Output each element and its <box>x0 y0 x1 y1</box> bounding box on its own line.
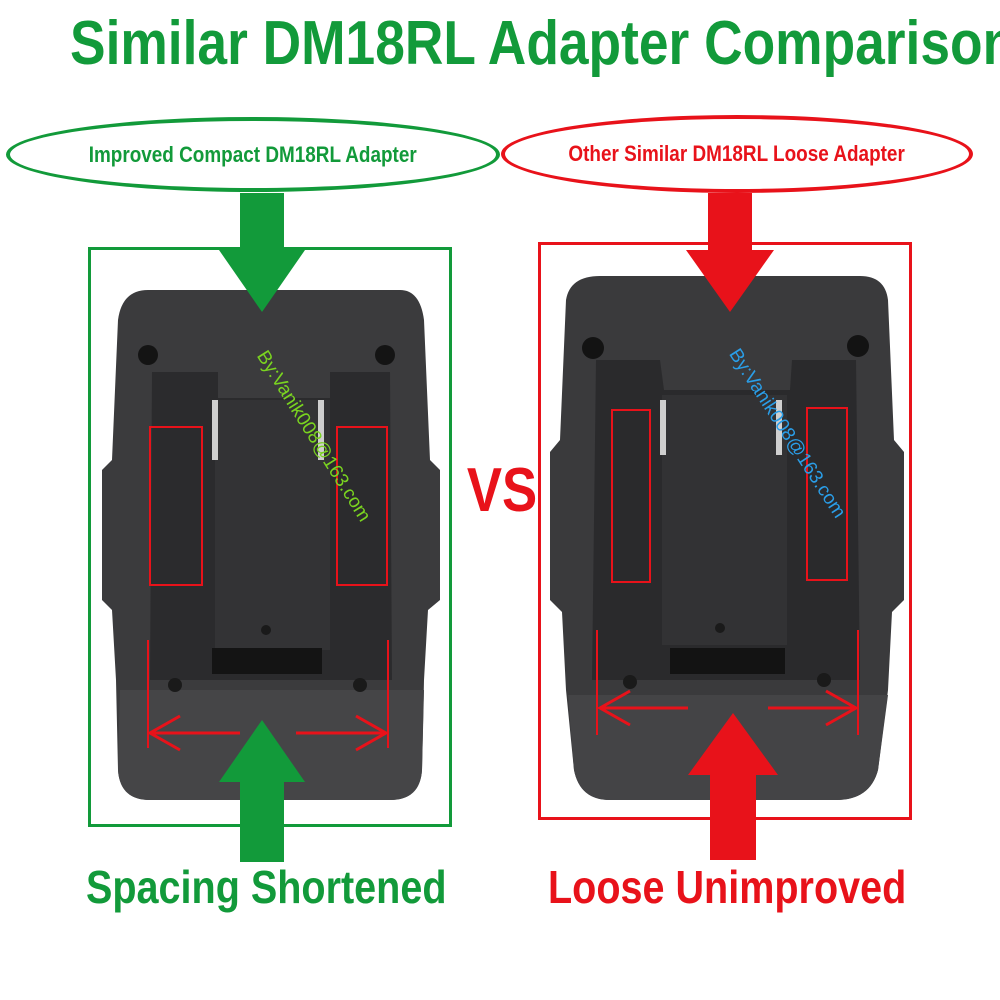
improved-adapter-caption: Spacing Shortened <box>86 861 447 913</box>
arrow-up-icon <box>688 713 778 860</box>
arrow-down-icon <box>219 193 305 312</box>
page-title: Similar DM18RL Adapter Comparison <box>70 9 1000 78</box>
loose-adapter-frame <box>538 242 912 820</box>
loose-adapter-label: Other Similar DM18RL Loose Adapter <box>568 141 906 166</box>
loose-adapter-label-oval: Other Similar DM18RL Loose Adapter <box>501 115 973 193</box>
loose-adapter-caption: Loose Unimproved <box>548 861 907 913</box>
improved-adapter-label: Improved Compact DM18RL Adapter <box>88 141 418 167</box>
double-headed-arrow-icon <box>146 714 390 752</box>
improved-adapter-label-oval: Improved Compact DM18RL Adapter <box>6 117 500 192</box>
double-headed-arrow-icon <box>596 689 860 727</box>
improved-adapter-frame <box>88 247 452 827</box>
versus-label: VS <box>466 456 538 525</box>
arrow-down-icon <box>686 193 774 312</box>
